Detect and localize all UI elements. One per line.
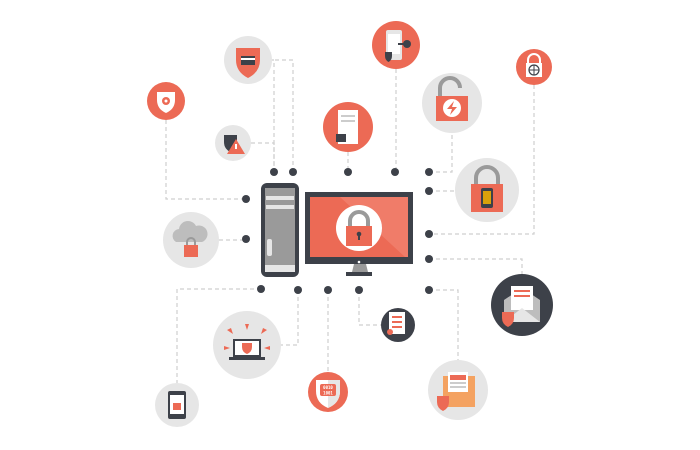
email-shield-icon: [491, 274, 553, 336]
connection-wires: [165, 59, 535, 383]
shield-card-icon: [224, 36, 272, 84]
tablet-lock-icon: [155, 383, 199, 427]
monitor-lock: [305, 192, 413, 276]
computer-tower: [261, 183, 299, 277]
binary-text-line-2: 1001: [323, 391, 333, 396]
padlock-phone-icon: [455, 158, 519, 222]
cloud-lock-icon: [163, 212, 219, 268]
unlocked-padlock-icon: [422, 73, 482, 133]
binary-text-line-1: 0010: [323, 385, 333, 390]
laptop-shield-icon: [213, 311, 281, 379]
phone-key-icon: [372, 21, 420, 69]
binary-shield-icon: 0010 1001: [308, 372, 348, 412]
connection-dots: [242, 168, 433, 294]
warning-shield-icon: [215, 125, 251, 161]
server-lock-icon: [323, 102, 373, 152]
folder-shield-icon: [428, 360, 488, 420]
shield-gear-icon: [147, 82, 185, 120]
lock-globe-icon: [516, 49, 552, 85]
document-icon: [381, 308, 415, 342]
